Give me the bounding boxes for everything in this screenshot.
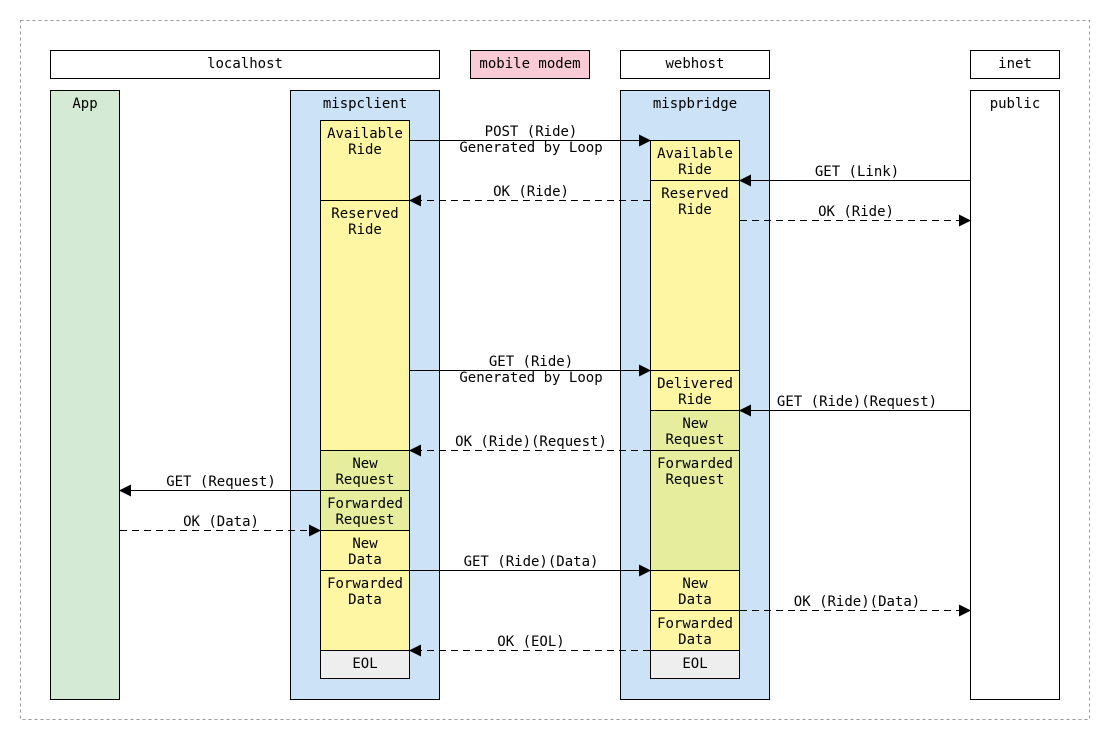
state-bridge-delivered-ride: Delivered Ride [650, 370, 740, 411]
msg-ok-data: OK (Data) [120, 514, 321, 537]
state-label-line: Ride [678, 202, 712, 218]
msg-label: GET (Ride) [489, 354, 573, 370]
msg-post-ride: POST (Ride) Generated by Loop [410, 124, 651, 156]
state-label-line: Ride [348, 142, 382, 158]
lane-mispclient-label: mispclient [323, 96, 407, 112]
msg-get-ride-data: GET (Ride)(Data) [410, 554, 651, 577]
state-label-line: New [682, 416, 708, 432]
state-bridge-new-data: New Data [650, 570, 740, 611]
state-label-line: Data [678, 592, 712, 608]
state-bridge-new-request: New Request [650, 410, 740, 451]
msg-get-ride: GET (Ride) Generated by Loop [410, 354, 651, 386]
state-label-line: Forwarded [657, 616, 733, 632]
host-inet: inet [970, 50, 1060, 79]
msg-label: OK (Ride) [493, 184, 569, 200]
host-localhost-label: localhost [207, 56, 283, 72]
state-client-new-data: New Data [320, 530, 410, 571]
state-label-line: Data [348, 592, 382, 608]
msg-label: OK (EOL) [497, 634, 564, 650]
state-label-line: Reserved [661, 186, 728, 202]
msg-label: Generated by Loop [459, 140, 602, 156]
msg-label: POST (Ride) [485, 124, 578, 140]
msg-label: GET (Ride)(Data) [464, 554, 599, 570]
state-label-line: Forwarded [327, 576, 403, 592]
state-bridge-forwarded-data: Forwarded Data [650, 610, 740, 651]
state-label-line: Ride [678, 392, 712, 408]
state-label-line: New [682, 576, 708, 592]
host-inet-label: inet [998, 56, 1032, 72]
outer-frame [20, 20, 1090, 720]
state-client-forwarded-request: Forwarded Request [320, 490, 410, 531]
state-client-forwarded-data: Forwarded Data [320, 570, 410, 651]
state-bridge-forwarded-request: Forwarded Request [650, 450, 740, 571]
state-label-line: Data [678, 632, 712, 648]
msg-label: OK (Data) [183, 514, 259, 530]
state-label-line: New [352, 456, 378, 472]
state-bridge-eol: EOL [650, 650, 740, 679]
state-client-reserved-ride: Reserved Ride [320, 200, 410, 451]
state-label-line: EOL [682, 656, 707, 672]
lane-public: public [970, 90, 1060, 700]
host-mobile-modem: mobile modem [470, 50, 590, 79]
host-localhost: localhost [50, 50, 440, 79]
state-client-new-request: New Request [320, 450, 410, 491]
msg-label: GET (Ride)(Request) [777, 394, 937, 410]
msg-label: OK (Ride)(Request) [455, 434, 607, 450]
msg-ok-ride-data: OK (Ride)(Data) [740, 594, 971, 617]
lane-app: App [50, 90, 120, 700]
msg-label: OK (Ride)(Data) [794, 594, 920, 610]
state-client-eol: EOL [320, 650, 410, 679]
state-label-line: Forwarded [657, 456, 733, 472]
msg-ok-ride-request: OK (Ride)(Request) [409, 434, 650, 457]
state-label-line: Available [327, 126, 403, 142]
host-webhost: webhost [620, 50, 770, 79]
state-label-line: Ride [348, 222, 382, 238]
state-label-line: Request [335, 512, 394, 528]
state-label-line: New [352, 536, 378, 552]
state-bridge-reserved-ride: Reserved Ride [650, 180, 740, 371]
state-label-line: Data [348, 552, 382, 568]
lane-mispbridge-label: mispbridge [653, 96, 737, 112]
msg-label: OK (Ride) [818, 204, 894, 220]
lane-app-label: App [72, 96, 97, 112]
state-label-line: Forwarded [327, 496, 403, 512]
state-label-line: Reserved [331, 206, 398, 222]
msg-ok-ride-to-client: OK (Ride) [409, 184, 650, 207]
msg-label: Generated by Loop [459, 370, 602, 386]
msg-get-request: GET (Request) [119, 474, 320, 497]
state-label-line: Request [665, 472, 724, 488]
host-mobile-modem-label: mobile modem [479, 56, 580, 72]
msg-label: GET (Request) [166, 474, 276, 490]
state-label-line: Delivered [657, 376, 733, 392]
host-webhost-label: webhost [665, 56, 724, 72]
msg-ok-eol: OK (EOL) [409, 634, 650, 657]
msg-get-ride-request: GET (Ride)(Request) [739, 394, 970, 417]
state-bridge-available-ride: Available Ride [650, 140, 740, 181]
state-client-available-ride: Available Ride [320, 120, 410, 201]
state-label-line: Request [665, 432, 724, 448]
lane-public-label: public [990, 96, 1041, 112]
msg-ok-ride-to-public: OK (Ride) [740, 204, 971, 227]
state-label-line: EOL [352, 656, 377, 672]
state-label-line: Ride [678, 162, 712, 178]
state-label-line: Available [657, 146, 733, 162]
state-label-line: Request [335, 472, 394, 488]
msg-label: GET (Link) [815, 164, 899, 180]
msg-get-link: GET (Link) [739, 164, 970, 187]
